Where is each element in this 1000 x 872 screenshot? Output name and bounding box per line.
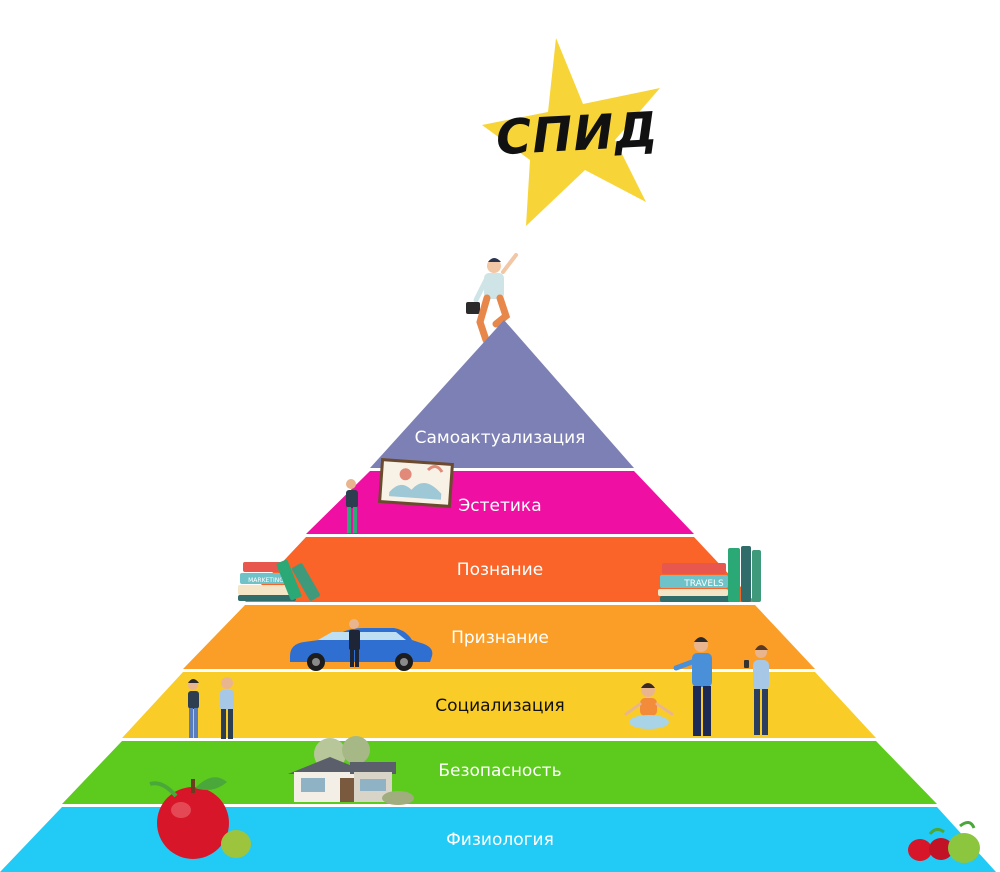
level-label-aesthetics: Эстетика: [458, 496, 541, 516]
books-stack-right-icon: TRAVELS: [658, 546, 761, 602]
apples-left-icon: [149, 777, 251, 859]
pyramid-levels: [0, 320, 996, 872]
talking-people-right-icon: [673, 637, 769, 736]
star-title: СПИД: [495, 102, 660, 166]
level-label-cognition: Познание: [457, 560, 543, 580]
book-label-marketing: MARKETING: [248, 577, 284, 584]
art-viewer-person-icon: [346, 479, 358, 533]
level-label-physiology: Физиология: [446, 830, 554, 850]
level-safety: [62, 741, 937, 804]
climbing-person-icon: [466, 253, 518, 344]
painting-icon: [378, 458, 454, 508]
apples-right-icon: [908, 821, 980, 863]
chauffeur-person-icon: [349, 619, 360, 667]
level-socialization: [122, 672, 876, 738]
level-physiology: [0, 807, 996, 872]
limousine-icon: [290, 628, 433, 671]
book-label-travels: TRAVELS: [683, 579, 724, 589]
level-label-recognition: Признание: [451, 628, 549, 648]
level-label-self-actualization: Самоактуализация: [415, 428, 586, 448]
books-stack-left-icon: MARKETING: [238, 559, 320, 601]
level-labels: Самоактуализация Эстетика Познание Призн…: [415, 428, 586, 850]
meditating-person-icon: [624, 683, 674, 729]
level-self-actualization: [370, 320, 634, 468]
house-icon: [288, 736, 414, 805]
level-label-safety: Безопасность: [438, 761, 561, 781]
level-cognition: [245, 537, 755, 602]
star-shape: [482, 38, 660, 226]
level-label-socialization: Социализация: [435, 696, 565, 716]
people-group-left-icon: [188, 677, 234, 739]
star-group: СПИД: [482, 38, 660, 226]
